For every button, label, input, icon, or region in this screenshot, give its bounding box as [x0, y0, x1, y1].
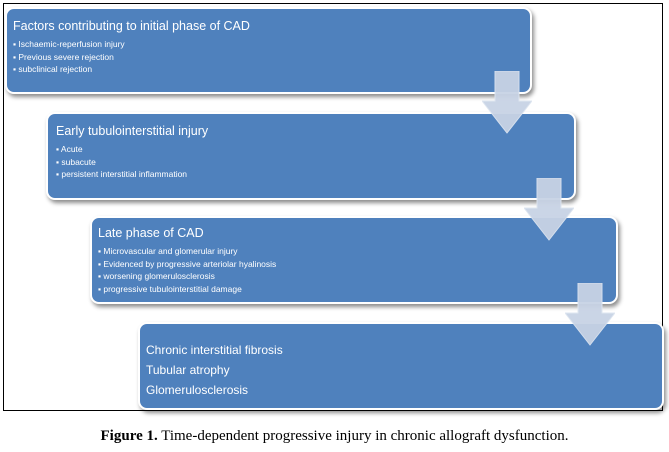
figure-frame	[3, 3, 663, 411]
stage-item: Chronic interstitial fibrosis	[146, 343, 283, 357]
down-arrow-icon	[565, 283, 615, 346]
stage-item: persistent interstitial inflammation	[56, 168, 574, 181]
stage-item: Ischaemic-reperfusion injury	[13, 38, 530, 51]
stage-4-box: Chronic interstitial fibrosis Tubular at…	[138, 322, 664, 410]
stage-item: subacute	[56, 156, 574, 169]
stage-item: Tubular atrophy	[146, 363, 230, 377]
stage-1-box: Factors contributing to initial phase of…	[5, 7, 532, 94]
stage-item: Previous severe rejection	[13, 51, 530, 64]
stage-item: progressive tubulointerstitial damage	[98, 283, 616, 296]
stage-item: Microvascular and glomerular injury	[98, 245, 616, 258]
figure-caption: Figure 1. Time-dependent progressive inj…	[0, 428, 669, 445]
stage-3-box: Late phase of CAD Microvascular and glom…	[90, 216, 618, 304]
stage-title: Early tubulointerstitial injury	[56, 124, 209, 138]
stage-item: subclinical rejection	[13, 63, 530, 76]
caption-label: Figure 1.	[100, 428, 158, 444]
stage-title: Late phase of CAD	[98, 226, 204, 240]
down-arrow-icon	[482, 71, 532, 134]
stage-item: worsening glomerulosclerosis	[98, 270, 616, 283]
stage-item: Glomerulosclerosis	[146, 383, 249, 397]
stage-item: Evidenced by progressive arteriolar hyal…	[98, 258, 616, 271]
down-arrow-icon	[524, 178, 574, 241]
caption-text: Time-dependent progressive injury in chr…	[157, 428, 569, 444]
stage-2-box: Early tubulointerstitial injury Acutesub…	[46, 112, 576, 200]
stage-title: Factors contributing to initial phase of…	[13, 19, 250, 33]
stage-item: Acute	[56, 143, 574, 156]
